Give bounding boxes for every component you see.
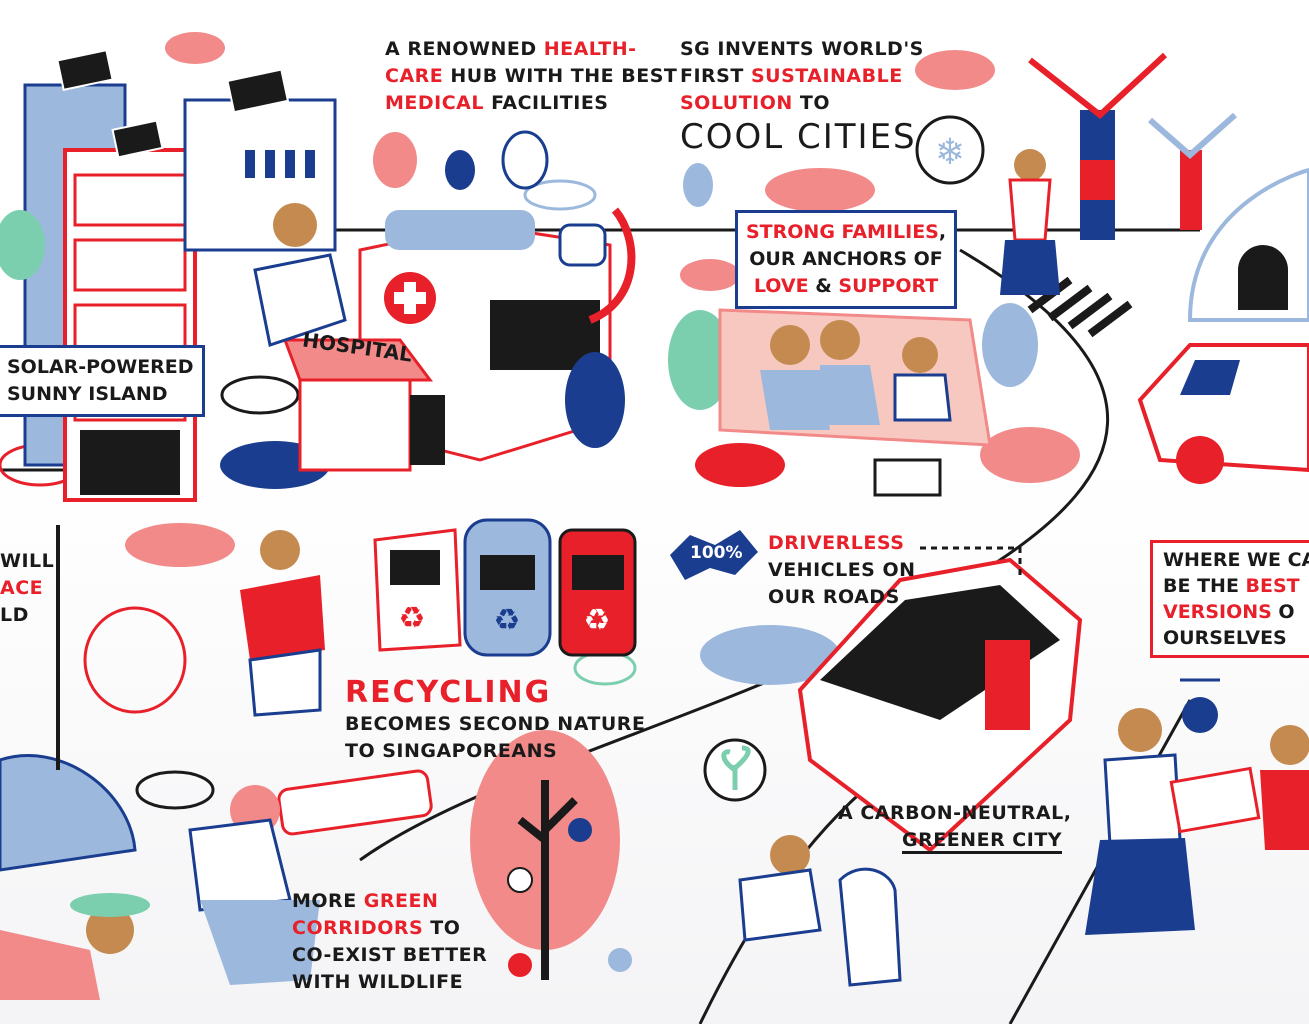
driverless-pod (797, 557, 1083, 853)
solar-sign: SOLAR-POWERED SUNNY ISLAND (0, 345, 205, 417)
sprout-icon (703, 738, 767, 802)
cool-cities-caption: SG INVENTS WORLD'S FIRST SUSTAINABLE SOL… (680, 38, 924, 157)
driverless-caption: DRIVERLESS VEHICLES ON OUR ROADS (768, 532, 916, 608)
clouds (0, 32, 1080, 810)
leader-line (920, 546, 1022, 575)
healthcare-caption: A RENOWNED HEALTH- CARE HUB WITH THE BES… (385, 38, 678, 114)
corridors-caption: MORE GREEN CORRIDORS TO CO-EXIST BETTER … (292, 890, 488, 993)
svg-text:♻: ♻ (399, 601, 426, 636)
star-badge (670, 530, 758, 580)
svg-text:♻: ♻ (584, 603, 611, 638)
trees (0, 130, 1038, 980)
people (0, 149, 1309, 1000)
snowflake-icon: ❄ (915, 115, 985, 185)
svg-text:♻: ♻ (494, 603, 521, 638)
percent-badge: 100% (690, 543, 743, 563)
hospital-building (282, 210, 612, 472)
carbon-caption: A CARBON-NEUTRAL, GREENER CITY (838, 800, 1071, 854)
car (1137, 343, 1309, 484)
versions-callout: WHERE WE CA BE THE BEST VERSIONS O OURSE… (1150, 540, 1309, 658)
birds (507, 818, 632, 977)
recycling-caption: RECYCLING BECOMES SECOND NATURE TO SINGA… (345, 675, 646, 762)
recycling-bins: ♻ ♻ ♻ (373, 518, 637, 657)
partial-left-caption: WILL ACE LD (0, 550, 55, 626)
supertrees (1028, 52, 1309, 322)
globe (0, 754, 137, 872)
svg-text:❄: ❄ (935, 132, 965, 173)
families-banner: STRONG FAMILIES, OUR ANCHORS OF LOVE & S… (735, 210, 958, 309)
